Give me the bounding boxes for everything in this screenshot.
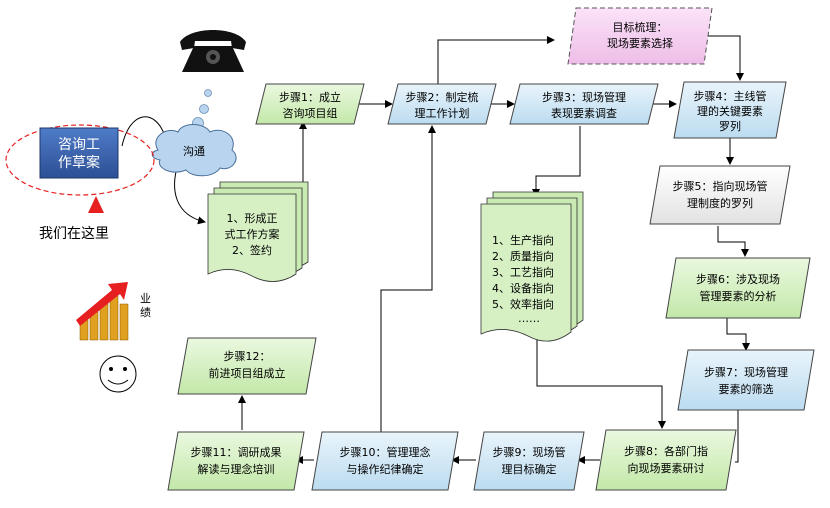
we-are-here-label: 我们在这里 <box>39 225 109 242</box>
connector-draft-cloud <box>121 116 166 147</box>
step-11-line2: 解读与理念培训 <box>198 462 275 476</box>
indicator-item: …… <box>518 312 540 325</box>
telephone-icon <box>180 30 246 72</box>
indicators-document: 1、生产指向 2、质量指向 3、工艺指向 4、设备指向 5、效率指向 …… <box>480 191 584 342</box>
step-4: 步骤4：主线管 理的关键要素 罗列 <box>673 81 787 139</box>
connector-step7-step8 <box>735 410 739 463</box>
we-are-here-marker-icon <box>88 196 104 213</box>
draft-line2: 作草案 <box>58 154 100 171</box>
contract-line2: 式工作方案 <box>225 227 280 241</box>
step-7-line2: 要素的筛选 <box>719 382 774 396</box>
communicate-cloud: 沟通 <box>151 124 237 177</box>
step-4-line2: 理的关键要素 <box>697 104 763 118</box>
goal-line1: 目标梳理： <box>613 20 668 34</box>
step-12-line1: 步骤12： <box>224 350 271 363</box>
draft-line1: 咨询工 <box>58 137 100 153</box>
step-8-line1: 步骤8：各部门指 <box>624 444 708 458</box>
step-5: 步骤5：指向现场管 理制度的罗列 <box>649 165 791 225</box>
step-10: 步骤10：管理理念 与操作纪律确定 <box>311 431 459 491</box>
step-1-line1: 步骤1：成立 <box>279 90 341 104</box>
contract-line1: 1、形成正 <box>227 212 278 225</box>
indicator-item: 3、工艺指向 <box>492 265 554 279</box>
step-3-line1: 步骤3：现场管理 <box>542 90 626 104</box>
step-5-line1: 步骤5：指向现场管 <box>673 179 768 193</box>
goal-box: 目标梳理： 现场要素选择 <box>567 7 713 65</box>
connector-indicators-step8 <box>536 334 666 429</box>
indicator-item: 2、质量指向 <box>492 249 554 263</box>
step-9-line2: 理目标确定 <box>502 462 557 476</box>
step-6-line2: 管理要素的分析 <box>700 289 777 303</box>
step-9-line1: 步骤9：现场管 <box>493 445 566 459</box>
step-3: 步骤3：现场管理 表现要素调查 <box>509 83 659 125</box>
indicator-item: 1、生产指向 <box>492 233 554 247</box>
connector-step10-step2 <box>380 125 436 432</box>
connector-step6-step7 <box>726 318 750 351</box>
smiley-face-icon <box>99 355 137 393</box>
step-5-line2: 理制度的罗列 <box>687 196 753 210</box>
step-6: 步骤6：涉及现场 管理要素的分析 <box>665 257 811 319</box>
thought-bubbles <box>192 89 212 129</box>
performance-line2: 绩 <box>140 306 151 319</box>
step-12-line2: 前进项目组成立 <box>209 366 286 380</box>
step-9: 步骤9：现场管 理目标确定 <box>473 431 585 491</box>
goal-line2: 现场要素选择 <box>607 36 673 50</box>
step-2-line2: 理工作计划 <box>415 107 470 120</box>
contract-document: 1、形成正 式工作方案 2、签约 <box>207 181 309 282</box>
step-12: 步骤12： 前进项目组成立 <box>177 337 317 395</box>
step-11-line1: 步骤11：调研成果 <box>191 446 282 459</box>
step-4-line1: 步骤4：主线管 <box>694 89 767 103</box>
performance-chart-icon: 业 绩 <box>76 282 151 341</box>
step-3-line2: 表现要素调查 <box>551 106 617 120</box>
step-4-line3: 罗列 <box>719 119 741 133</box>
communicate-label: 沟通 <box>183 145 205 158</box>
draft-highlight: 咨询工 作草案 <box>5 124 155 196</box>
performance-line1: 业 <box>140 292 151 305</box>
step-8: 步骤8：各部门指 向现场要素研讨 <box>595 429 737 491</box>
connector-goal-step4 <box>703 35 744 81</box>
step-1: 步骤1：成立 咨询项目组 <box>255 83 365 125</box>
step-6-line1: 步骤6：涉及现场 <box>696 272 780 286</box>
indicator-item: 5、效率指向 <box>492 297 554 311</box>
draft-box <box>39 127 119 179</box>
step-2: 步骤2：制定梳 理工作计划 <box>387 83 497 125</box>
step-2-line1: 步骤2：制定梳 <box>406 90 479 104</box>
step-11: 步骤11：调研成果 解读与理念培训 <box>167 431 305 491</box>
connector-step2-goal <box>437 36 555 86</box>
step-7-line1: 步骤7：现场管理 <box>704 365 788 379</box>
contract-line3: 2、签约 <box>232 243 272 257</box>
step-1-line2: 咨询项目组 <box>283 106 338 120</box>
step-10-line2: 与操作纪律确定 <box>347 462 424 476</box>
step-8-line2: 向现场要素研讨 <box>628 461 705 475</box>
connector-step5-step6 <box>717 226 749 257</box>
step-10-line1: 步骤10：管理理念 <box>340 445 431 459</box>
indicator-item: 4、设备指向 <box>492 281 554 295</box>
connector-step3-indicators <box>532 126 581 197</box>
step-7: 步骤7：现场管理 要素的筛选 <box>677 349 815 411</box>
